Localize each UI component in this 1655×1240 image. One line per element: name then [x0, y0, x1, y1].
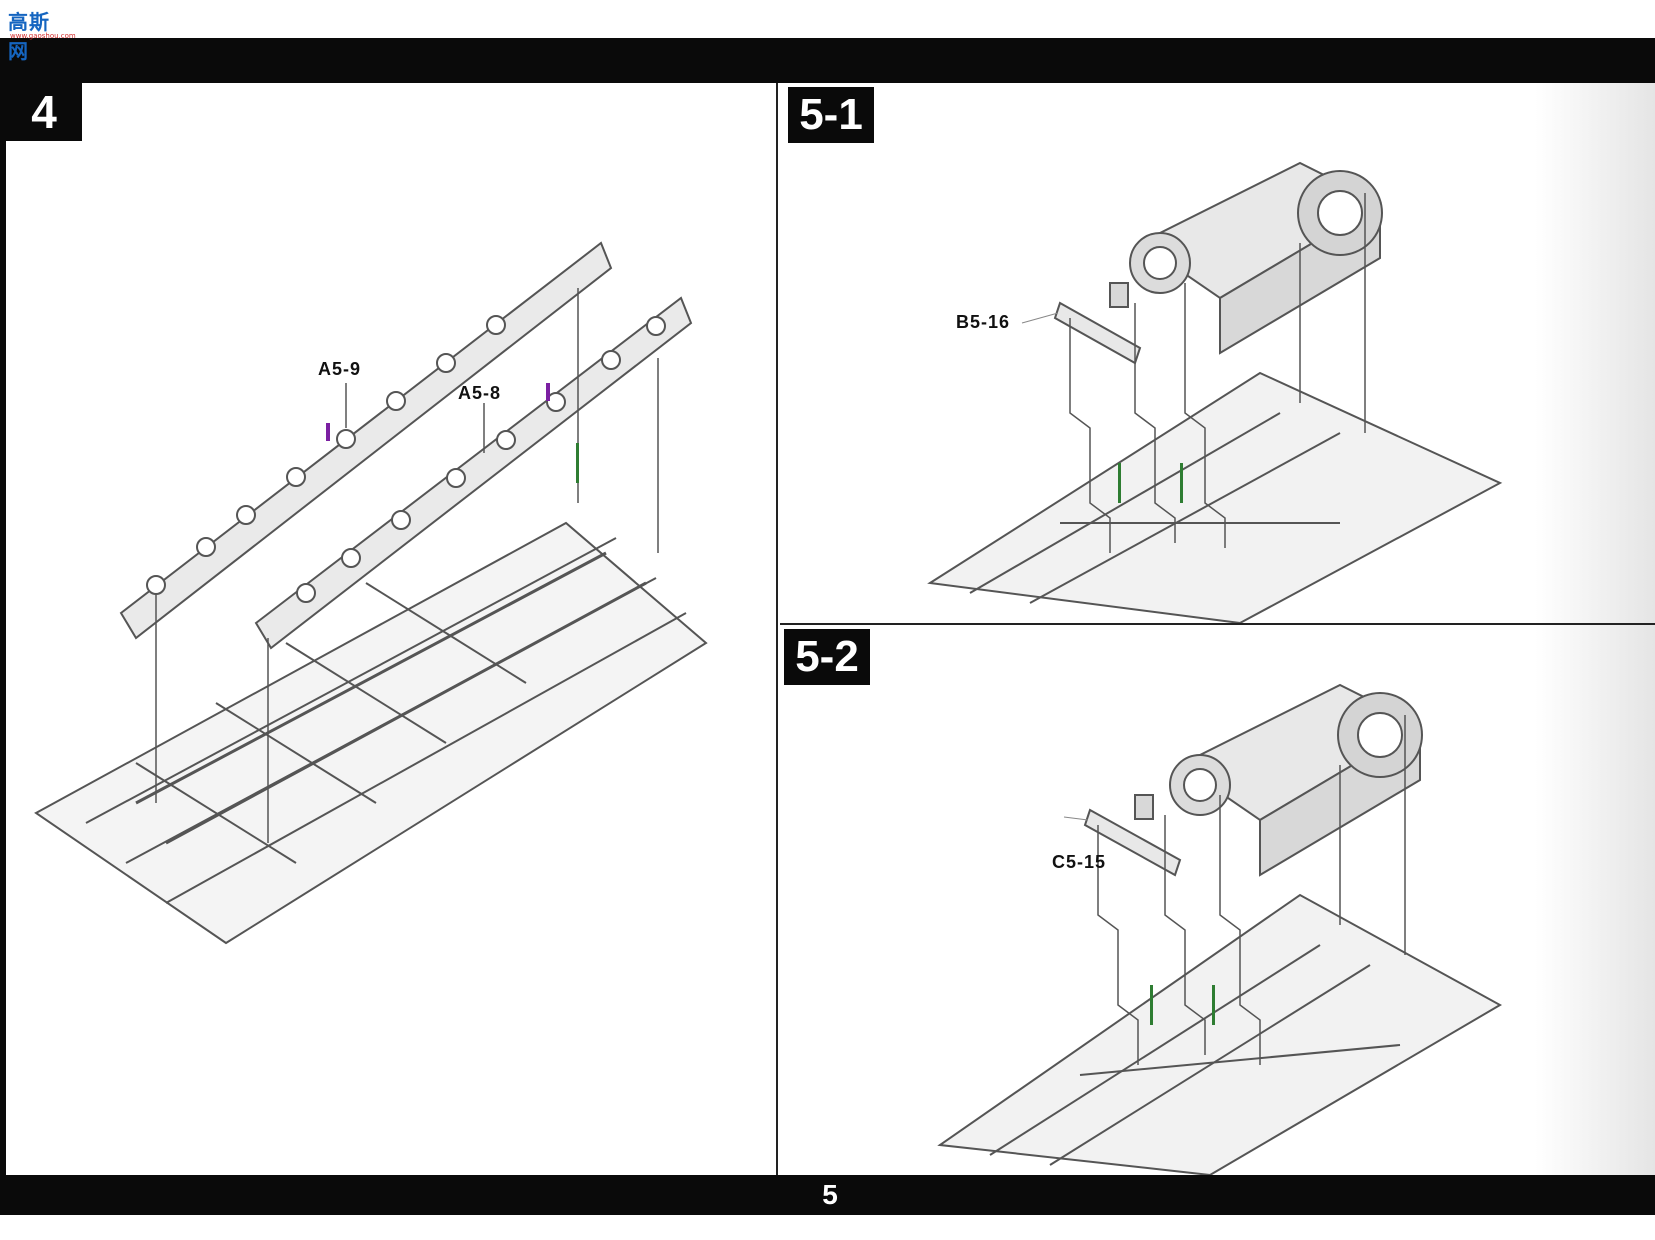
step-5-1-panel: 5-1 B5-16 [780, 83, 1655, 625]
left-black-edge [0, 38, 6, 1215]
page-curl-shade [1535, 83, 1655, 623]
part-label-a5-8: A5-8 [458, 383, 502, 403]
top-black-band [0, 38, 1655, 83]
logo-text: 高斯网 [8, 10, 50, 63]
step-5-2-badge: 5-2 [784, 629, 870, 685]
step-5-2-panel: 5-2 C5-15 [780, 625, 1655, 1175]
step-5-2-illustration [937, 683, 1503, 1175]
part-label-c5-15: C5-15 [1052, 852, 1107, 872]
page-number: 5 [822, 1179, 838, 1210]
step-4-illustration [34, 241, 708, 945]
part-label-a5-9: A5-9 [318, 359, 362, 379]
bottom-black-band [0, 1175, 1655, 1215]
logo-subtext: www.gaoshou.com [10, 32, 76, 40]
site-logo[interactable]: 高斯网 www.gaoshou.com [8, 6, 76, 63]
step-5-1-illustration [927, 161, 1503, 623]
step-4-badge: 4 [6, 83, 82, 141]
part-label-b5-16: B5-16 [956, 312, 1011, 332]
step-5-1-badge: 5-1 [788, 87, 874, 143]
page-curl-shade [1535, 625, 1655, 1175]
step-4-panel: 4 [6, 83, 778, 1175]
